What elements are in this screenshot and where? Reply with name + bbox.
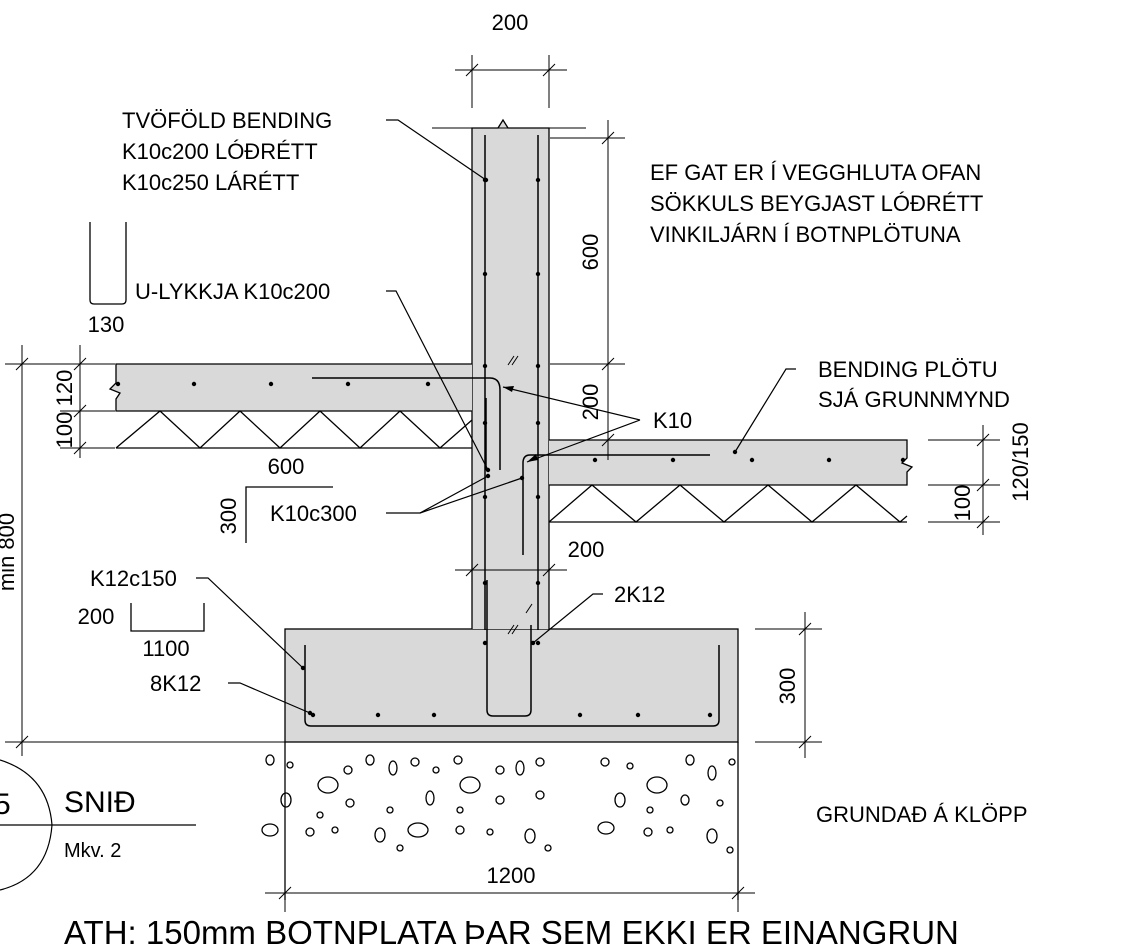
note-k12c150: K12c150: [90, 566, 177, 591]
dim-wall-upper: 600: [578, 234, 603, 271]
bar-u-leg: 130: [88, 312, 125, 337]
dim-right-slab: 120/150: [1008, 422, 1033, 502]
dim-left-insul: 100: [52, 412, 77, 449]
note-opening-2: SÖKKULS BEYGJAST LÓÐRÉTT: [650, 191, 983, 216]
title-block: [0, 759, 196, 891]
left-slab: [108, 363, 472, 412]
note-double-reinf-3: K10c250 LÁRÉTT: [122, 170, 299, 195]
dimension-lines: [5, 55, 1000, 912]
note-double-reinf-1: TVÖFÖLD BENDING: [122, 108, 332, 133]
tick-marks: [507, 355, 533, 635]
footer-note: ATH: 150mm BOTNPLATA ÞAR SEM EKKI ER EIN…: [64, 914, 959, 944]
bar-shapes: [89, 222, 333, 632]
dim-right-insul: 100: [950, 485, 975, 522]
leader-lines: [196, 119, 796, 714]
dim-wall-mid: 200: [578, 384, 603, 421]
section-number: 5: [0, 788, 11, 821]
bar-l-leg: 300: [216, 498, 241, 535]
bar-footing-leg: 200: [78, 604, 115, 629]
dim-left-slab: 120: [52, 370, 77, 407]
rebar-dots: [115, 177, 906, 718]
note-u-loop: U-LYKKJA K10c200: [135, 279, 330, 304]
left-insulation: [115, 410, 473, 449]
note-bottom-bars: 8K12: [150, 671, 201, 696]
leader-dots: [300, 177, 738, 716]
note-slab-reinf-1: BENDING PLÖTU: [818, 357, 998, 382]
dim-footing-height: 300: [775, 668, 800, 705]
section-scale: Mkv. 2: [64, 840, 121, 862]
dim-wall-lower: 200: [568, 537, 605, 562]
note-slab-reinf-2: SJÁ GRUNNMYND: [818, 387, 1010, 412]
note-ground: GRUNDAÐ Á KLÖPP: [816, 802, 1028, 827]
dim-footing-width: 1200: [487, 863, 536, 888]
rebar: [304, 135, 720, 727]
section-title: SNIÐ: [64, 786, 136, 819]
note-k10c300: K10c300: [270, 501, 357, 526]
bar-footing-length: 1100: [142, 636, 189, 661]
right-slab: [549, 439, 914, 486]
note-double-reinf-2: K10c200 LÓÐRÉTT: [122, 139, 318, 164]
bar-l-length: 600: [268, 454, 305, 479]
note-wall-bars: 2K12: [614, 582, 665, 607]
note-opening-1: EF GAT ER Í VEGGHLUTA OFAN: [650, 160, 981, 185]
right-insulation: [548, 484, 908, 523]
rock-fill: [261, 742, 739, 900]
dim-left-min: min 800: [0, 513, 19, 591]
arrowheads: [503, 386, 538, 462]
dim-top-width: 200: [492, 10, 529, 35]
note-opening-3: VINKILJÁRN Í BOTNPLÖTUNA: [650, 222, 961, 247]
footing: [284, 628, 739, 743]
concrete: [108, 118, 914, 743]
note-k10: K10: [653, 408, 692, 433]
